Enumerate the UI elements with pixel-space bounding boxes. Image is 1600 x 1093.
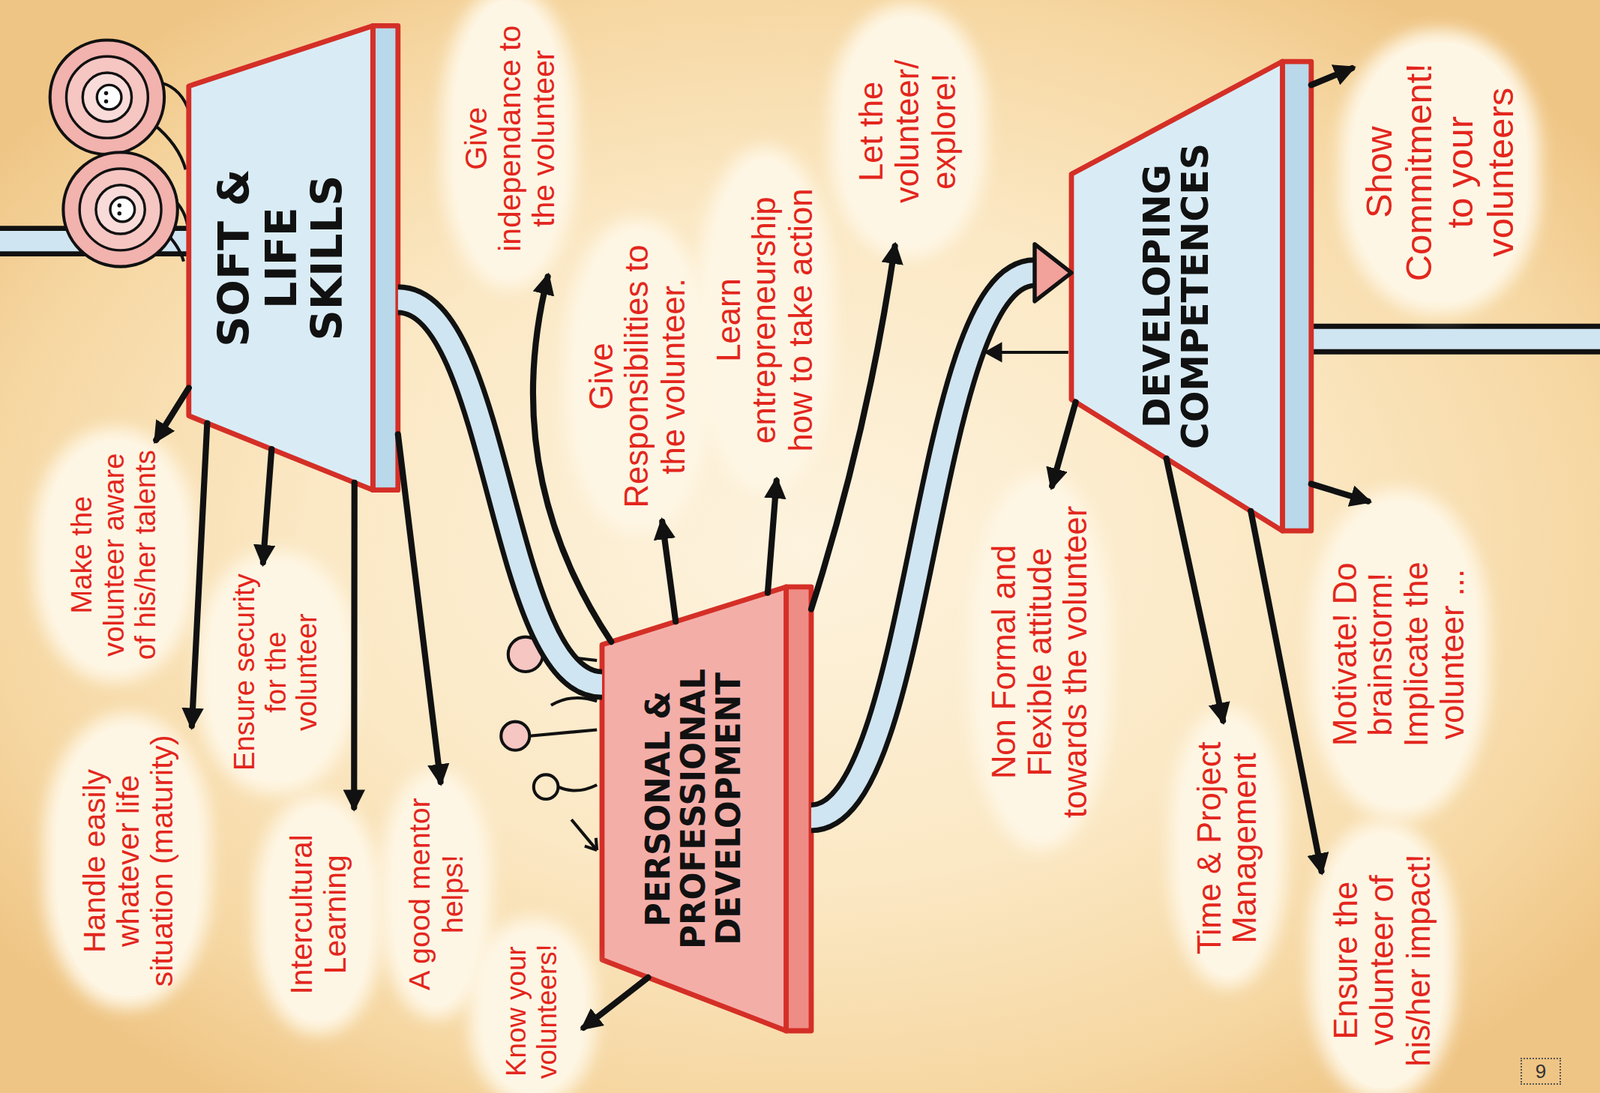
- connector-arrow: [1166, 458, 1223, 722]
- callout-bubble: Show Commitment! to your volunteers: [1351, 41, 1528, 303]
- eye-ring: [50, 39, 165, 154]
- connector-arrow: [263, 449, 272, 563]
- callout-text: Give Responsibilities to the volunteer.: [584, 239, 693, 514]
- connector-arrow: [1311, 484, 1369, 502]
- trapezoid-box: SOFT & LIFE SKILLS: [188, 25, 399, 490]
- arrow-line: [583, 977, 648, 1028]
- trapezoid-face: [1071, 61, 1283, 531]
- heading-text: SOFT & LIFE SKILLS: [211, 140, 351, 376]
- callout-text: Intercultural Learning: [284, 815, 353, 1014]
- arrow-line: [263, 449, 272, 563]
- callout-bubble: Let the volunteer/ explore!: [841, 16, 975, 246]
- callout-bubble: Know your volunteers!: [481, 929, 584, 1093]
- connector-arrow: [398, 434, 441, 783]
- callout-text: Ensure security for the volunteer: [229, 570, 324, 774]
- connector-arrow: [767, 480, 777, 593]
- callout-bubble: Handle easily whatever life situation (m…: [56, 725, 200, 997]
- callout-text: Let the volunteer/ explore!: [853, 24, 962, 238]
- callout-bubble: Learn entrepreneurship how to take actio…: [709, 159, 822, 482]
- eye-face: [96, 84, 122, 110]
- arrow-line: [155, 387, 189, 441]
- callout-bubble: Time & Project Management: [1181, 720, 1274, 976]
- arrow-line: [767, 480, 777, 593]
- callout-text: Show Commitment! to your volunteers: [1359, 50, 1522, 294]
- pipe-arrow-head: [1034, 244, 1072, 302]
- trapezoid-box: DEVELOPING COMPETENCES: [1071, 61, 1312, 531]
- figure-head: [533, 774, 559, 800]
- trapezoid-text-area: PERSONAL & PROFESSIONAL DEVELOPMENT: [602, 587, 787, 1031]
- connector-arrow: [1051, 401, 1076, 486]
- pipe-fill: [398, 299, 603, 685]
- callout-bubble: Give independance to the volunteer: [454, 0, 565, 277]
- eye-dot: [117, 211, 122, 216]
- trapezoid-box: PERSONAL & PROFESSIONAL DEVELOPMENT: [602, 587, 812, 1031]
- arrow-line: [398, 434, 441, 783]
- connector-arrow: [155, 387, 189, 441]
- pipe-outline: [398, 299, 603, 685]
- pipe-connector: [398, 299, 603, 685]
- figure-head: [500, 722, 530, 751]
- heading-text: DEVELOPING COMPETENCES: [1137, 132, 1217, 460]
- heading-text: PERSONAL & PROFESSIONAL DEVELOPMENT: [641, 650, 747, 968]
- callout-text: A good mentor helps!: [403, 790, 469, 999]
- eye-dot: [117, 203, 122, 207]
- callout-text: Make the volunteer aware of his/her tale…: [67, 448, 162, 662]
- callout-text: Ensure the volunteer of his/her impact!: [1328, 841, 1437, 1080]
- trapezoid-text-area: SOFT & LIFE SKILLS: [188, 25, 374, 490]
- eye-dot: [104, 91, 108, 96]
- connector-arrow: [811, 245, 896, 609]
- trapezoid-face: [188, 25, 374, 490]
- callout-bubble: Make the volunteer aware of his/her tale…: [45, 440, 184, 670]
- arrow-line: [1311, 484, 1369, 502]
- eye-ring: [62, 152, 177, 267]
- thin-arrow: [983, 341, 1069, 363]
- callout-text: Motivate! Do brainstorm! Implicate the v…: [1327, 509, 1472, 800]
- eye-ring: [82, 72, 132, 122]
- callout-bubble: A good mentor helps!: [392, 782, 480, 1007]
- trapezoid-face: [602, 587, 787, 1031]
- eye-ring: [79, 168, 162, 251]
- arrow-line: [997, 350, 1069, 354]
- arrow-line: [662, 521, 676, 622]
- pipe-outline: [1313, 323, 1600, 355]
- trapezoid-text-area: DEVELOPING COMPETENCES: [1071, 61, 1283, 531]
- callout-bubble: Give Responsibilities to the volunteer.: [576, 230, 699, 522]
- connector-arrow: [353, 482, 356, 808]
- callout-text: Non Formal and Flexible attitude towards…: [986, 494, 1095, 830]
- arrow-line: [191, 422, 207, 726]
- eye-face: [110, 197, 135, 222]
- connector-arrow: [191, 422, 207, 726]
- trapezoid-slab: [1282, 61, 1311, 531]
- trapezoid-slab: [785, 587, 811, 1031]
- eye-figure: [50, 39, 190, 267]
- callout-bubble: Motivate! Do brainstorm! Implicate the v…: [1321, 501, 1477, 808]
- arrow-line: [1311, 68, 1352, 85]
- callout-text: Learn entrepreneurship how to take actio…: [711, 167, 820, 474]
- connector-arrow: [1311, 68, 1352, 85]
- callout-bubble: Ensure security for the volunteer: [209, 562, 345, 783]
- pipe-fill: [1313, 329, 1600, 350]
- callout-bubble: Non Formal and Flexible attitude towards…: [981, 485, 1100, 839]
- page-number: 9: [1520, 1057, 1562, 1085]
- arrow-line: [1051, 401, 1076, 486]
- callout-text: Give independance to the volunteer: [458, 8, 561, 269]
- callout-bubble: Ensure the volunteer of his/her impact!: [1321, 832, 1444, 1088]
- arrow-line: [350, 482, 358, 808]
- arrow-line: [1166, 458, 1223, 722]
- small-arrow: [571, 819, 597, 851]
- trapezoid-slab: [372, 25, 398, 490]
- connector-arrow: [662, 521, 676, 622]
- connector-arrow: [583, 977, 648, 1028]
- arrow-line: [811, 245, 896, 609]
- eye-ring: [65, 56, 148, 138]
- callout-text: Know your volunteers!: [502, 937, 564, 1085]
- callout-text: Time & Project Management: [1191, 728, 1264, 968]
- eye-ring: [95, 185, 145, 234]
- eye-dot: [104, 98, 108, 103]
- callout-text: Handle easily whatever life situation (m…: [77, 734, 179, 989]
- callout-bubble: Intercultural Learning: [267, 807, 370, 1022]
